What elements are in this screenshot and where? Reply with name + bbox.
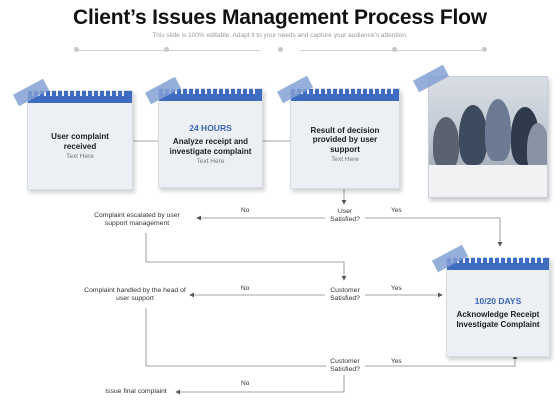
note-main-text: Result of decision provided by user supp… (310, 125, 380, 154)
note-rings (163, 86, 258, 94)
title-divider-left (78, 50, 260, 51)
step-handled-by-head: Complaint handled by the head of user su… (84, 287, 186, 303)
note-rings (451, 255, 545, 263)
note-sub-text: Text Here (66, 153, 94, 161)
page-title: Client’s Issues Management Process Flow (73, 6, 487, 29)
divider-dot (278, 47, 283, 52)
note-acknowledge-receipt: 10/20 DAYS Acknowledge Receipt Investiga… (446, 255, 550, 357)
title-divider-right (300, 50, 482, 51)
label-no: No (241, 207, 250, 214)
note-rings (295, 86, 395, 94)
note-sub-text: Text Here (331, 156, 359, 164)
note-main-text: User complaint received (51, 131, 109, 151)
step-complaint-escalated: Complaint escalated by user support mana… (94, 212, 180, 228)
label-no: No (241, 285, 250, 292)
label-no: No (241, 380, 250, 387)
note-main-text: Acknowledge Receipt Investigate Complain… (456, 310, 540, 329)
note-user-complaint-received: User complaint received Text Here (27, 88, 133, 190)
photo-person (459, 105, 487, 165)
decision-user-satisfied: User Satisfied? (330, 208, 360, 224)
label-yes: Yes (391, 358, 402, 365)
note-highlight-text: 24 HOURS (189, 122, 232, 133)
photo-person (485, 99, 511, 161)
step-issue-final-complaint: Issue final complaint (105, 388, 167, 395)
note-result-of-decision: Result of decision provided by user supp… (290, 86, 400, 189)
divider-dot (164, 47, 169, 52)
label-yes: Yes (391, 285, 402, 292)
business-meeting-photo (428, 76, 548, 198)
label-yes: Yes (391, 207, 402, 214)
photo-table (429, 165, 547, 197)
note-main-text: Analyze receipt and investigate complain… (169, 136, 252, 156)
decision-customer-satisfied: Customer Satisfied? (330, 358, 360, 374)
divider-dot (392, 47, 397, 52)
photo-person (433, 117, 459, 169)
note-highlight-text: 10/20 DAYS (474, 296, 522, 307)
page-subtitle: This slide is 100% editable. Adapt it to… (152, 32, 408, 39)
divider-dot (74, 47, 79, 52)
note-rings (32, 88, 128, 96)
note-analyze-receipt: 24 HOURS Analyze receipt and investigate… (158, 86, 263, 188)
decision-customer-satisfied: Customer Satisfied? (330, 287, 360, 303)
photo-person (527, 123, 547, 173)
note-sub-text: Text Here (196, 158, 225, 166)
divider-dot (482, 47, 487, 52)
